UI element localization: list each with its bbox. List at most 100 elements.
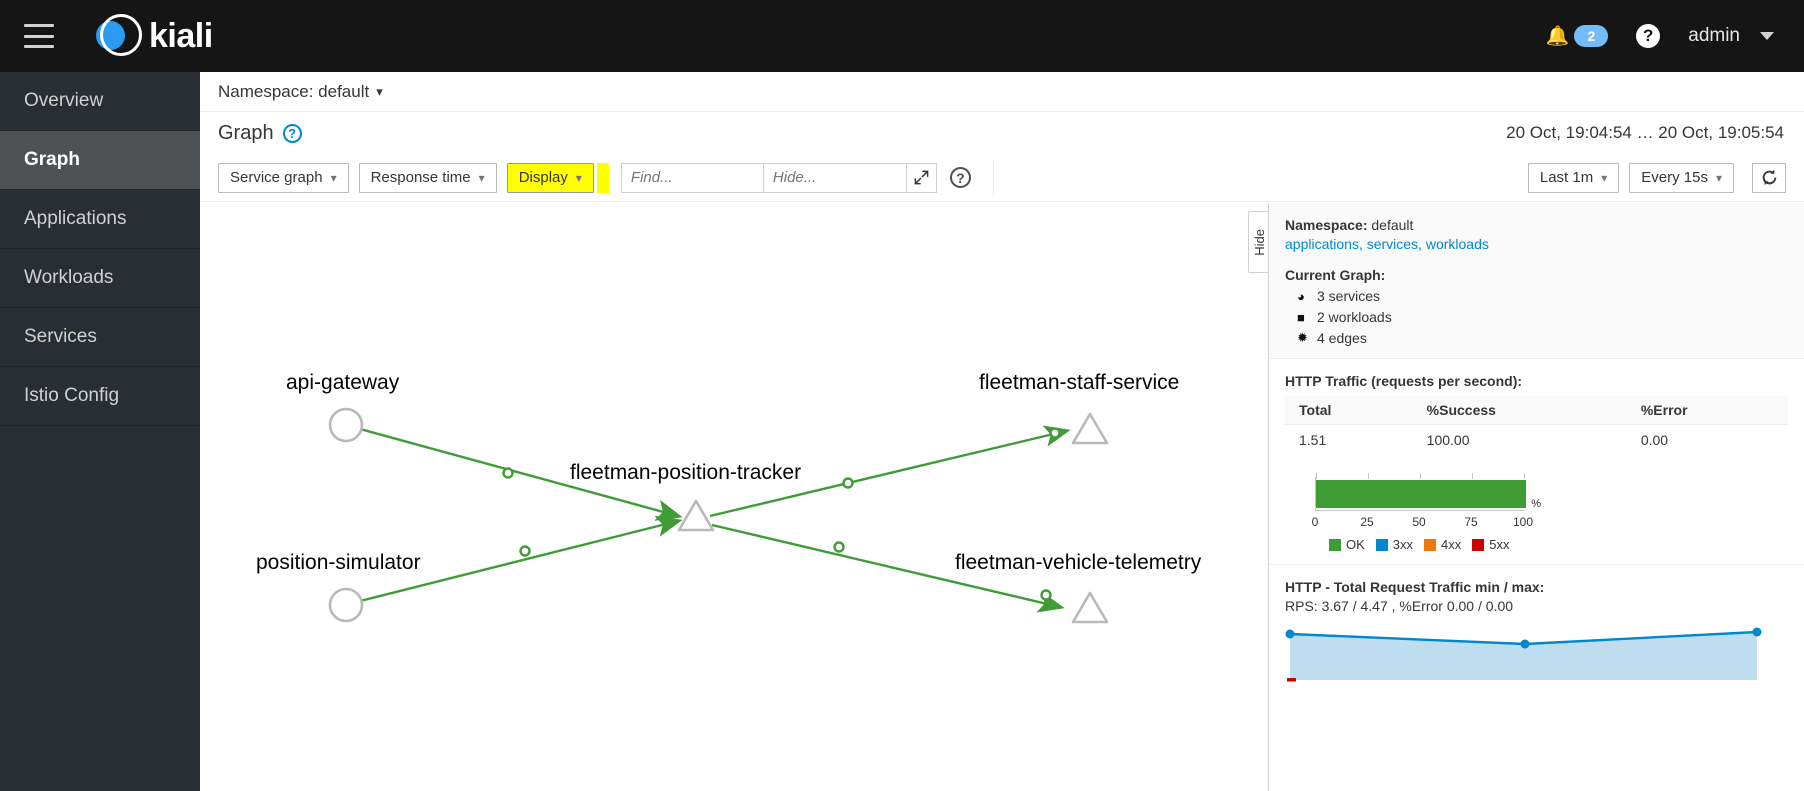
graph-type-label: Service graph [230,169,323,186]
node-fleetman-position-tracker [677,499,715,532]
http-traffic-title: HTTP Traffic (requests per second): [1285,373,1523,389]
legend-swatch-4xx [1424,538,1437,551]
legend-item-ok: OK [1329,537,1365,552]
toolbar-divider [992,160,994,195]
bar-track: % [1315,473,1541,511]
legend-label-4xx: 4xx [1441,537,1462,552]
question-circle-icon[interactable]: ? [949,167,971,188]
sidebar-item-workloads[interactable]: Workloads [0,249,200,308]
sidebar-item-label: Services [24,326,97,347]
sidebar-item-istio-config[interactable]: Istio Config [0,367,200,426]
question-circle-icon[interactable]: ? [282,123,302,143]
current-graph-label: Current Graph: [1285,267,1386,283]
sparkline-section: HTTP - Total Request Traffic min / max: … [1269,565,1804,694]
breadcrumb: Namespace: default ▾ [200,72,1804,112]
bar-ok [1316,480,1526,508]
col-total: Total [1285,396,1413,425]
tick-0: 0 [1311,515,1319,529]
duration-label: Last 1m [1539,169,1594,186]
resource-links[interactable]: applications, services, workloads [1285,236,1489,252]
hide-panel-toggle[interactable]: Hide [1248,211,1270,273]
chevron-down-icon: ▾ [1715,170,1722,185]
legend-swatch-5xx [1472,538,1485,551]
legend-label-5xx: 5xx [1489,537,1510,552]
edges-icon: ✹ [1297,330,1308,345]
brand-name: kiali [149,16,213,55]
cell-success: 100.00 [1426,432,1470,448]
legend-item-3xx: 3xx [1375,537,1414,552]
hamburger-icon[interactable] [24,24,54,48]
chevron-down-icon: ▾ [330,170,337,185]
chevron-down-icon: ▾ [1601,170,1608,185]
namespace-selector[interactable]: Namespace: default [218,81,370,101]
highlight-marker [596,162,609,193]
graph-svg [328,407,1109,624]
expand-arrows-icon[interactable] [906,162,937,193]
legend-swatch-ok [1329,538,1341,551]
user-name[interactable]: admin [1688,25,1740,46]
sparkline-chart [1285,627,1762,682]
bar-legend: OK 3xx 4xx [1315,537,1525,552]
col-success: %Success [1412,396,1627,425]
refresh-interval-label: Every 15s [1641,169,1708,186]
kiali-logo-icon [96,13,142,59]
stat-edges: ✹ 4 edges [1285,330,1788,346]
refresh-interval-dropdown[interactable]: Every 15s ▾ [1629,162,1734,193]
http-traffic-table: Total %Success %Error 1.51 100.00 0.00 [1285,396,1788,455]
caret-down-icon[interactable] [1760,32,1774,40]
cell-error: 0.00 [1640,432,1669,448]
question-circle-icon[interactable]: ? [1636,24,1661,48]
edge-position-tracker-to-vehicle-telemetry [711,523,1065,613]
node-label-fleetman-staff-service: fleetman-staff-service [979,371,1180,394]
node-position-simulator [328,587,364,623]
node-label-api-gateway: api-gateway [286,371,400,394]
legend-item-5xx: 5xx [1472,537,1510,552]
stat-workloads: ■ 2 workloads [1285,309,1788,325]
sidebar-item-graph[interactable]: Graph [0,131,200,190]
edge-position-tracker-to-staff-service [709,425,1071,518]
col-error: %Error [1626,396,1788,425]
namespace-key: Namespace: [1285,217,1368,233]
tick-100: 100 [1512,515,1534,529]
hide-input[interactable] [763,162,907,193]
brand-logo[interactable]: kiali [96,13,213,59]
stat-workloads-text: 2 workloads [1317,309,1392,325]
refresh-button[interactable] [1752,162,1786,193]
masthead-actions: 🔔 2 ? admin [1546,24,1774,48]
notifications-button[interactable]: 🔔 2 [1546,24,1609,48]
sidebar-item-label: Istio Config [24,385,120,406]
bar-axis-labels: 0 25 50 75 100 [1311,515,1533,533]
notification-count-badge: 2 [1574,24,1609,48]
legend-label-ok: OK [1346,537,1365,552]
graph-type-dropdown[interactable]: Service graph ▾ [218,162,349,193]
sidebar-item-applications[interactable]: Applications [0,190,200,249]
sidebar-item-overview[interactable]: Overview [0,72,200,131]
cell-total: 1.51 [1299,432,1327,448]
duration-dropdown[interactable]: Last 1m ▾ [1527,162,1620,193]
find-input[interactable] [620,162,764,193]
sidebar-item-label: Applications [24,208,127,229]
edge-api-gateway-to-position-tracker [359,427,683,521]
stat-edges-text: 4 edges [1317,330,1367,346]
tick-25: 25 [1360,515,1374,529]
find-hide-group [620,162,937,193]
stat-services: ◕ 3 services [1285,288,1788,304]
chevron-down-icon[interactable]: ▾ [376,83,383,99]
bar-unit-label: % [1531,498,1541,510]
graph-canvas[interactable]: api-gateway position-simulator fleetman-… [200,203,1804,791]
node-label-fleetman-vehicle-telemetry: fleetman-vehicle-telemetry [955,551,1202,574]
table-row: 1.51 100.00 0.00 [1285,425,1788,456]
sidebar-item-services[interactable]: Services [0,308,200,367]
masthead: kiali 🔔 2 ? admin [0,0,1804,72]
namespace-value: default [1371,217,1414,233]
chevron-down-icon: ▾ [575,170,582,185]
sidebar: Overview Graph Applications Workloads Se… [0,72,200,791]
edge-position-simulator-to-position-tracker [359,515,683,603]
legend-label-3xx: 3xx [1392,537,1414,552]
edge-labels-dropdown[interactable]: Response time ▾ [358,162,497,193]
node-fleetman-vehicle-telemetry [1071,591,1109,624]
display-dropdown[interactable]: Display ▾ [506,162,594,193]
hide-panel-label: Hide [1251,228,1267,256]
node-api-gateway [328,407,364,443]
namespace-row: Namespace: default [1285,217,1788,233]
